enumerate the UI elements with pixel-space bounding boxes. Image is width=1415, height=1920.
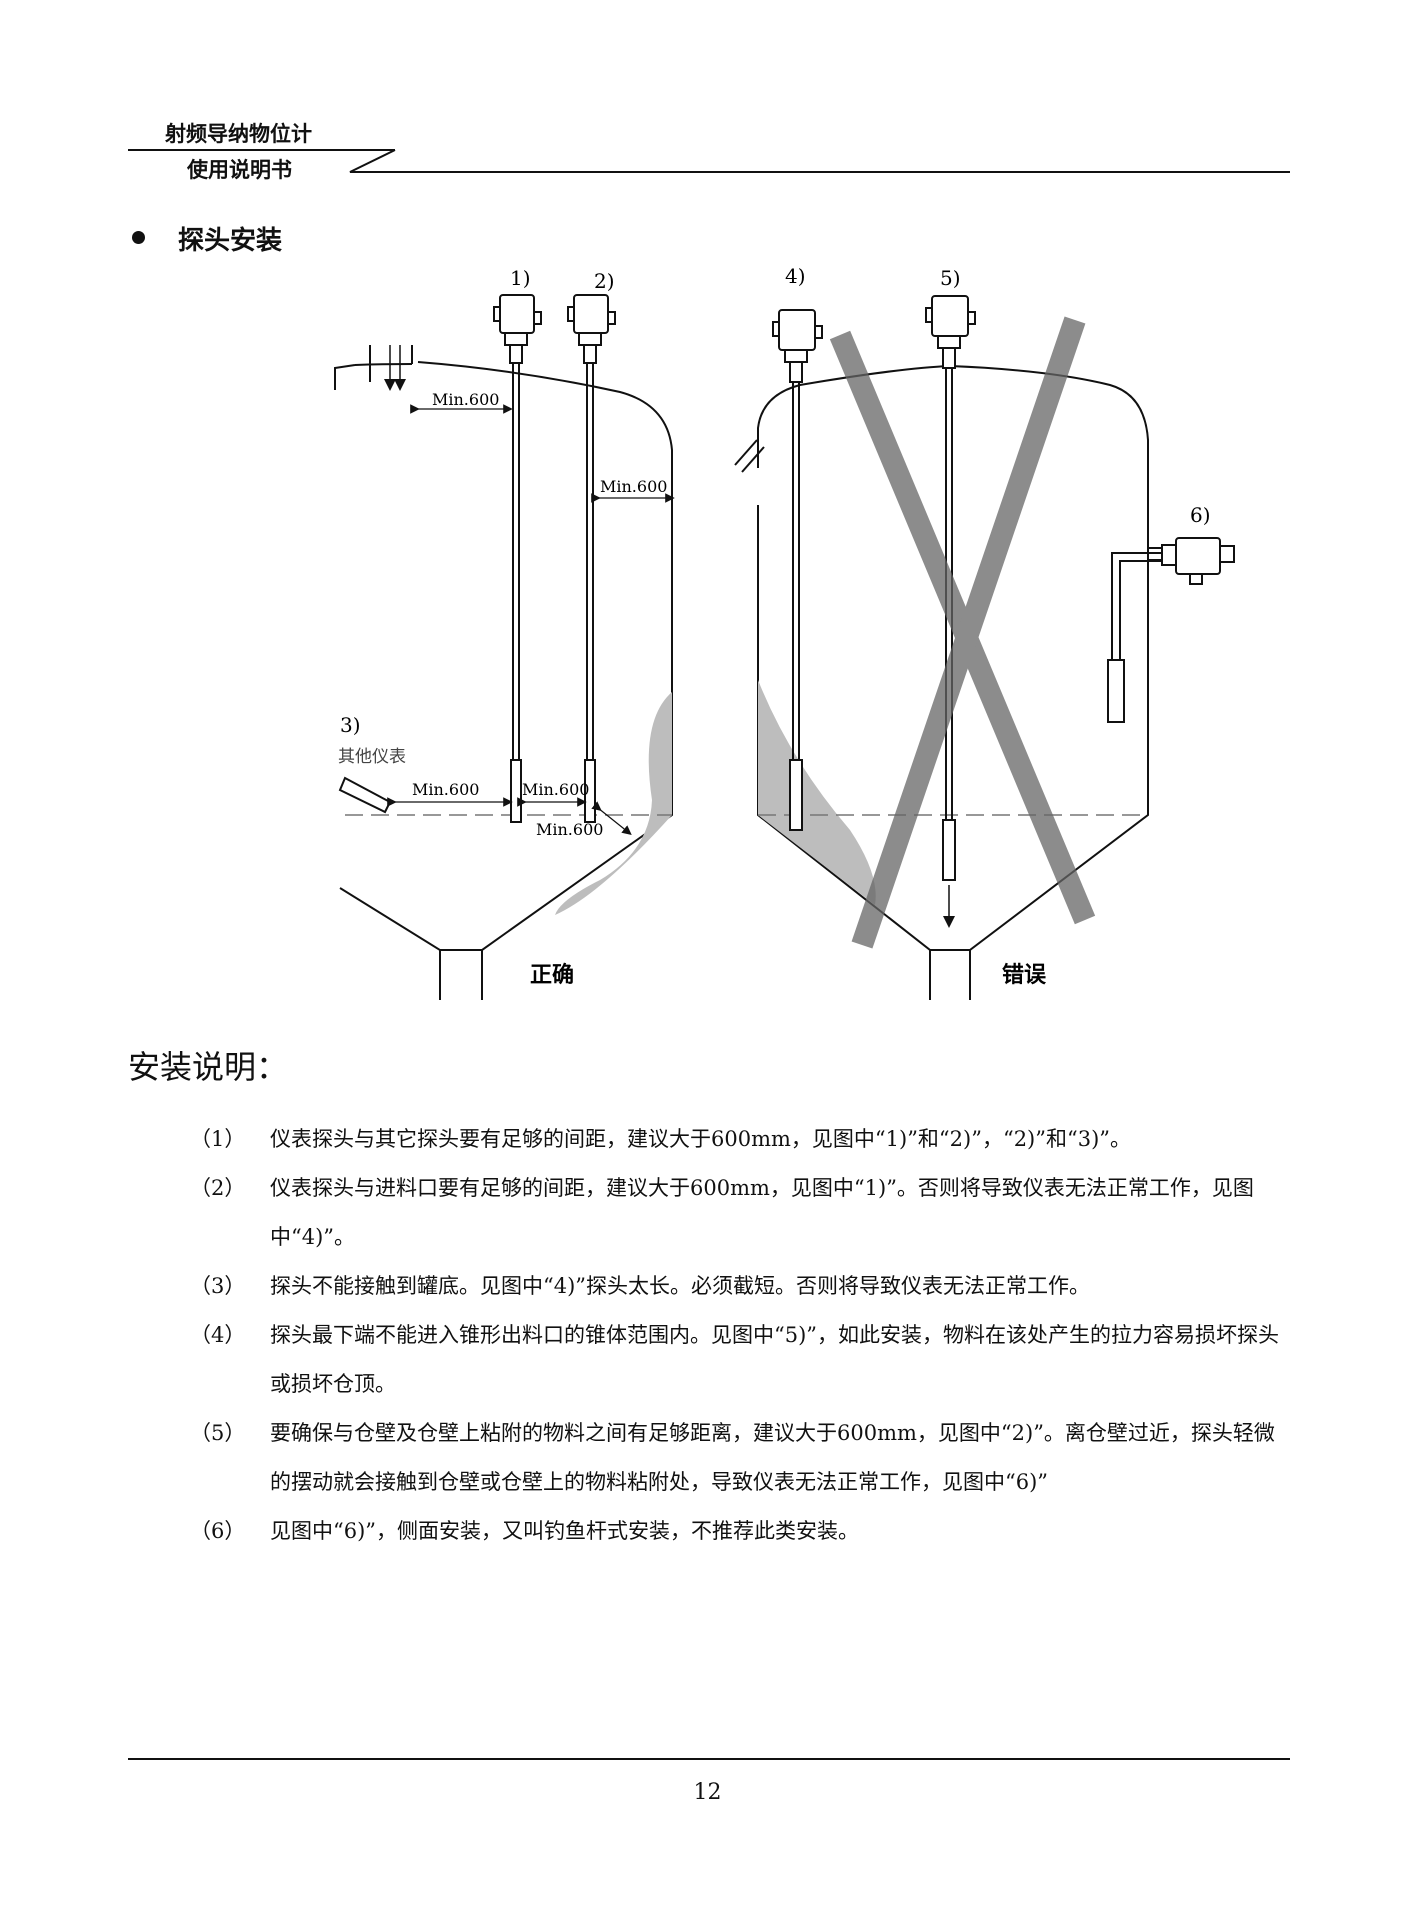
probe-2 — [567, 294, 616, 823]
list-item: （1） 仪表探头与其它探头要有足够的间距，建议大于600mm，见图中“1)”和“… — [190, 1115, 1290, 1164]
note-number: （2） — [190, 1176, 246, 1200]
note-text: 见图中“6)”，侧面安装，又叫钓鱼杆式安装，不推荐此类安装。 — [270, 1519, 860, 1543]
list-item: （2） 仪表探头与进料口要有足够的间距，建议大于600mm，见图中“1)”。否则… — [190, 1164, 1290, 1262]
installation-diagram: 1) 2) 3) 其他仪表 Min.600 Min.600 Min.600 Mi… — [334, 264, 1235, 1000]
label-6: 6) — [1190, 503, 1211, 527]
note-number: （6） — [190, 1519, 246, 1543]
list-item: （3） 探头不能接触到罐底。见图中“4)”探头太长。必须截短。否则将导致仪表无法… — [190, 1262, 1290, 1311]
note-text: 探头最下端不能进入锥形出料口的锥体范围内。见图中“5)”，如此安装，物料在该处产… — [270, 1323, 1280, 1396]
label-3: 3) — [340, 713, 361, 737]
note-number: （4） — [190, 1323, 246, 1347]
dim-bottom-left: Min.600 — [412, 780, 479, 799]
list-item: （6） 见图中“6)”，侧面安装，又叫钓鱼杆式安装，不推荐此类安装。 — [190, 1507, 1290, 1556]
dim-wall: Min.600 — [600, 477, 667, 496]
probe-1 — [493, 294, 542, 823]
list-item: （4） 探头最下端不能进入锥形出料口的锥体范围内。见图中“5)”，如此安装，物料… — [190, 1311, 1290, 1409]
label-1: 1) — [510, 266, 531, 290]
probe-4 — [772, 309, 823, 831]
list-item: （5） 要确保与仓壁及仓壁上粘附的物料之间有足够距离，建议大于600mm，见图中… — [190, 1409, 1290, 1507]
section-title: 探头安装 — [178, 226, 283, 256]
bullet-icon — [132, 231, 145, 244]
label-wrong: 错误 — [1002, 962, 1047, 988]
note-text: 仪表探头与进料口要有足够的间距，建议大于600mm，见图中“1)”。否则将导致仪… — [270, 1176, 1254, 1249]
header-title: 射频导纳物位计 — [165, 122, 312, 146]
dim-bottom-mid: Min.600 — [522, 780, 589, 799]
label-4: 4) — [785, 264, 806, 288]
notes-title: 安装说明： — [128, 1048, 289, 1086]
material-buildup — [555, 692, 672, 915]
material-buildup-wrong — [758, 680, 876, 905]
label-correct: 正确 — [530, 962, 574, 988]
dim-bottom-right: Min.600 — [536, 820, 603, 839]
header-rule — [128, 149, 1290, 173]
note-text: 要确保与仓壁及仓壁上粘附的物料之间有足够距离，建议大于600mm，见图中“2)”… — [270, 1421, 1275, 1494]
notes-list: （1） 仪表探头与其它探头要有足够的间距，建议大于600mm，见图中“1)”和“… — [190, 1115, 1290, 1556]
dim-top: Min.600 — [432, 390, 499, 409]
header-subtitle: 使用说明书 — [187, 158, 292, 182]
note-number: （3） — [190, 1274, 246, 1298]
label-3-caption: 其他仪表 — [338, 747, 406, 767]
note-number: （5） — [190, 1421, 246, 1445]
note-text: 探头不能接触到罐底。见图中“4)”探头太长。必须截短。否则将导致仪表无法正常工作… — [270, 1274, 1091, 1298]
label-5: 5) — [940, 266, 961, 290]
tank-correct — [334, 345, 673, 1000]
footer-rule — [128, 1758, 1290, 1760]
probe-6 — [1107, 537, 1235, 723]
page-number: 12 — [693, 1780, 722, 1805]
note-text: 仪表探头与其它探头要有足够的间距，建议大于600mm，见图中“1)”和“2)”，… — [270, 1127, 1132, 1151]
wrong-x-mark — [829, 316, 1096, 949]
label-2: 2) — [594, 269, 615, 293]
probe-3 — [338, 776, 392, 814]
note-number: （1） — [190, 1127, 246, 1151]
